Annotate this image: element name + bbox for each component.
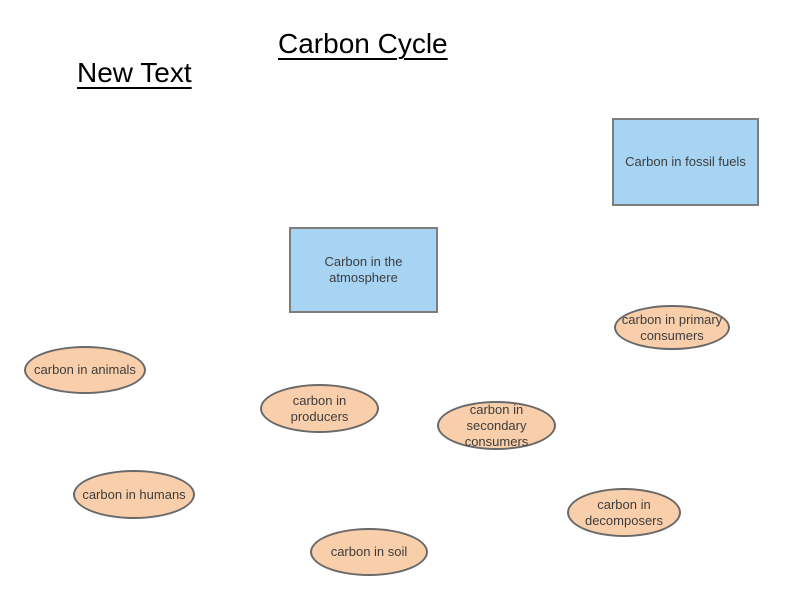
node-carbon-in-decomposers[interactable]: carbon in decomposers [567, 488, 681, 537]
diagram-title[interactable]: Carbon Cycle [278, 28, 448, 59]
node-label: carbon in soil [330, 544, 408, 559]
node-label: carbon in humans [82, 486, 186, 502]
node-label: carbon in animals [34, 362, 136, 377]
node-carbon-in-primary-consumers[interactable]: carbon in primary consumers [614, 305, 730, 350]
node-label: Carbon in the atmosphere [324, 254, 403, 285]
node-label: carbon in primary consumers [621, 311, 723, 343]
node-label: carbon in decomposers [584, 496, 664, 528]
node-label: carbon in producers [290, 392, 349, 424]
node-carbon-in-soil[interactable]: carbon in soil [310, 528, 428, 576]
node-carbon-in-the-atmosphere[interactable]: Carbon in the atmosphere [289, 227, 438, 313]
node-carbon-in-humans[interactable]: carbon in humans [73, 470, 195, 519]
node-label: carbon in secondary consumers [464, 401, 529, 449]
node-label: Carbon in fossil fuels [625, 154, 746, 169]
node-carbon-in-fossil-fuels[interactable]: Carbon in fossil fuels [612, 118, 759, 206]
new-text-label[interactable]: New Text [77, 57, 192, 88]
node-carbon-in-animals[interactable]: carbon in animals [24, 346, 146, 394]
node-carbon-in-secondary-consumers[interactable]: carbon in secondary consumers [437, 401, 556, 450]
node-carbon-in-producers[interactable]: carbon in producers [260, 384, 379, 433]
